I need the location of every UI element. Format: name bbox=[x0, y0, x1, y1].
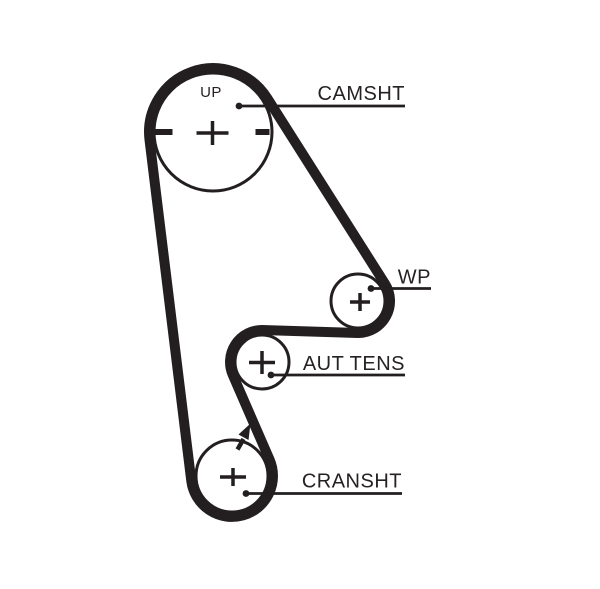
rotation-arrow-icon bbox=[235, 423, 251, 451]
timing-belt bbox=[144, 63, 396, 522]
crankshaft-callout: CRANSHT bbox=[242, 471, 402, 497]
camshaft-center-cross-icon bbox=[196, 121, 229, 145]
up-marker-label: UP bbox=[200, 84, 222, 101]
crankshaft-pulley bbox=[194, 438, 270, 514]
camshaft-timing-mark-right-icon bbox=[255, 129, 270, 135]
tensioner-center-cross-icon bbox=[249, 351, 275, 374]
water-pump-label: WP bbox=[398, 267, 431, 289]
tensioner-label: AUT TENS bbox=[303, 353, 405, 375]
crankshaft-label: CRANSHT bbox=[302, 471, 402, 493]
camshaft-pulley bbox=[152, 71, 274, 193]
water-pump-callout: WP bbox=[367, 267, 431, 292]
camshaft-callout: CAMSHT bbox=[235, 83, 405, 110]
camshaft-label: CAMSHT bbox=[318, 83, 405, 105]
crankshaft-center-cross-icon bbox=[220, 468, 246, 486]
tensioner-callout: AUT TENS bbox=[267, 353, 405, 379]
tensioner-pulley bbox=[233, 333, 291, 391]
camshaft-timing-mark-left-icon bbox=[155, 129, 173, 135]
water-pump-center-cross-icon bbox=[350, 293, 370, 311]
water-pump-pulley bbox=[329, 272, 387, 330]
